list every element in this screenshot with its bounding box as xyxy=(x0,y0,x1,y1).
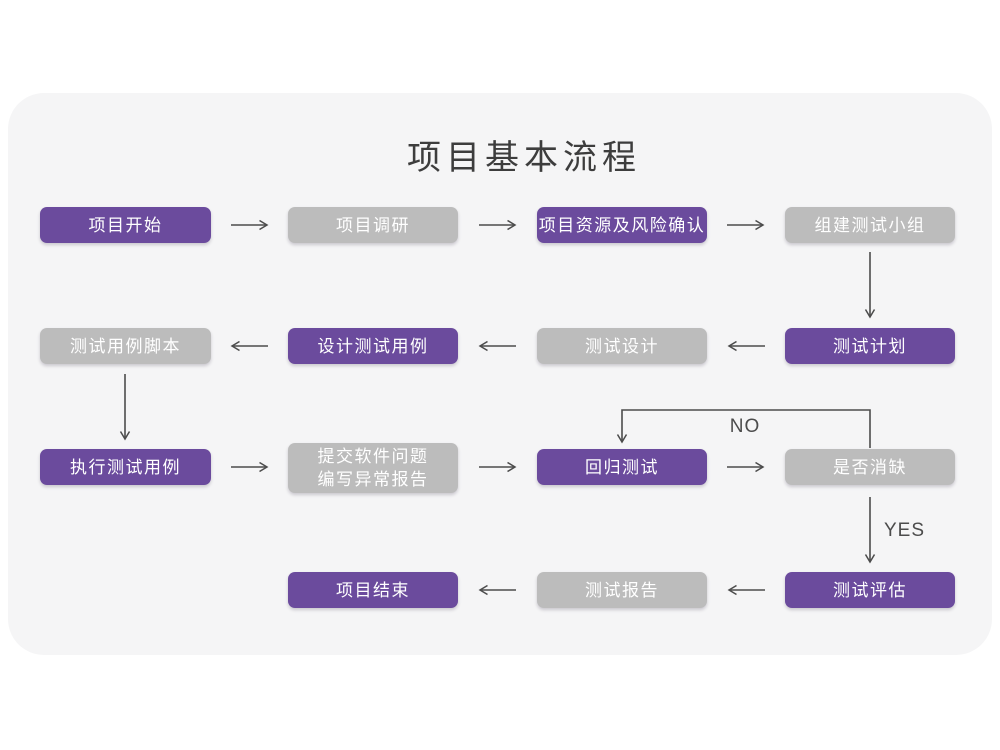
node-project-start: 项目开始 xyxy=(40,207,211,243)
node-design-test-cases: 设计测试用例 xyxy=(288,328,458,364)
node-submit-issues: 提交软件问题 编写异常报告 xyxy=(288,443,458,493)
node-execute-test-cases: 执行测试用例 xyxy=(40,449,211,485)
node-build-test-team: 组建测试小组 xyxy=(785,207,955,243)
edge-label-no: NO xyxy=(729,416,761,437)
node-defect-cleared: 是否消缺 xyxy=(785,449,955,485)
edge-label-yes: YES xyxy=(884,520,926,541)
node-test-plan: 测试计划 xyxy=(785,328,955,364)
node-project-research: 项目调研 xyxy=(288,207,458,243)
node-test-case-script: 测试用例脚本 xyxy=(40,328,211,364)
flowchart-card: 项目基本流程 项目开始 项目调研 项目资源及风险确认 组建测试小组 测试计划 测… xyxy=(8,93,992,655)
node-project-end: 项目结束 xyxy=(288,572,458,608)
node-test-report: 测试报告 xyxy=(537,572,707,608)
node-test-evaluation: 测试评估 xyxy=(785,572,955,608)
flow-arrows-layer xyxy=(119,219,876,596)
node-test-design: 测试设计 xyxy=(537,328,707,364)
node-regression-test: 回归测试 xyxy=(537,449,707,485)
node-resource-risk: 项目资源及风险确认 xyxy=(537,207,707,243)
page-title: 项目基本流程 xyxy=(407,139,641,177)
